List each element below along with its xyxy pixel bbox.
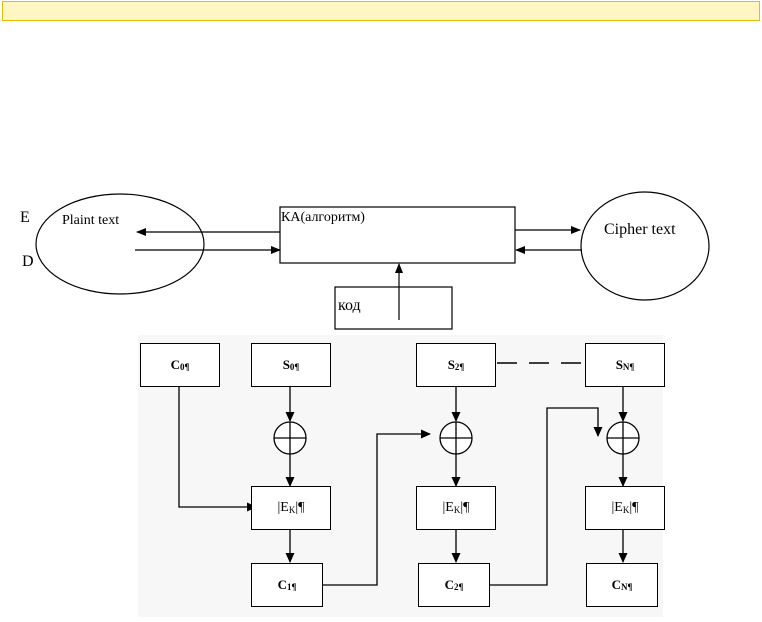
arrow-c2-to-xorn <box>490 407 603 586</box>
s0-sub: 0¶ <box>289 362 300 372</box>
sn-main: S <box>615 357 623 372</box>
sn-sub: N¶ <box>622 362 635 372</box>
arrow-c1-to-xor2 <box>323 429 431 586</box>
ek1-sub: K <box>288 505 296 515</box>
xor-symbol-n <box>606 421 640 455</box>
xor-symbol-2 <box>439 421 473 455</box>
key-label: код <box>338 297 361 314</box>
ek2-sub: K <box>453 505 461 515</box>
ek1-tail: |¶ <box>295 500 305 515</box>
chain-background <box>138 335 663 617</box>
cn-main: C <box>611 577 621 592</box>
ekn-tail: |¶ <box>629 500 639 515</box>
plain-text-ellipse <box>35 193 205 295</box>
cipher-text-label: Cipher text <box>604 221 676 238</box>
arrow-c0-to-ek1 <box>178 387 257 512</box>
ekn-main: |E <box>611 500 623 515</box>
ek2-tail: |¶ <box>460 500 470 515</box>
c0-main: C <box>170 357 180 372</box>
c1-main: C <box>277 577 287 592</box>
c1-sub: 1¶ <box>287 582 297 592</box>
ek1-main: |E <box>277 500 289 515</box>
ekn-sub: K <box>622 505 630 515</box>
ek2-main: |E <box>442 500 454 515</box>
key-box <box>334 286 453 330</box>
label-d: D <box>22 253 34 270</box>
cn-sub: N¶ <box>621 582 633 592</box>
top-banner <box>2 1 760 21</box>
xor-symbol-1 <box>273 421 307 455</box>
c0-sub: 0¶ <box>180 362 190 372</box>
algorithm-label: КА(алгоритм) <box>281 210 365 225</box>
s2-sub: 2¶ <box>454 362 465 372</box>
c2-sub: 2¶ <box>454 582 464 592</box>
cipher-text-ellipse <box>580 191 710 301</box>
plain-text-label: Plaint text <box>62 213 120 228</box>
label-e: E <box>20 209 30 226</box>
c2-main: C <box>444 577 454 592</box>
s0-main: S <box>282 357 290 372</box>
algorithm-box <box>279 206 516 264</box>
s2-main: S <box>447 357 455 372</box>
